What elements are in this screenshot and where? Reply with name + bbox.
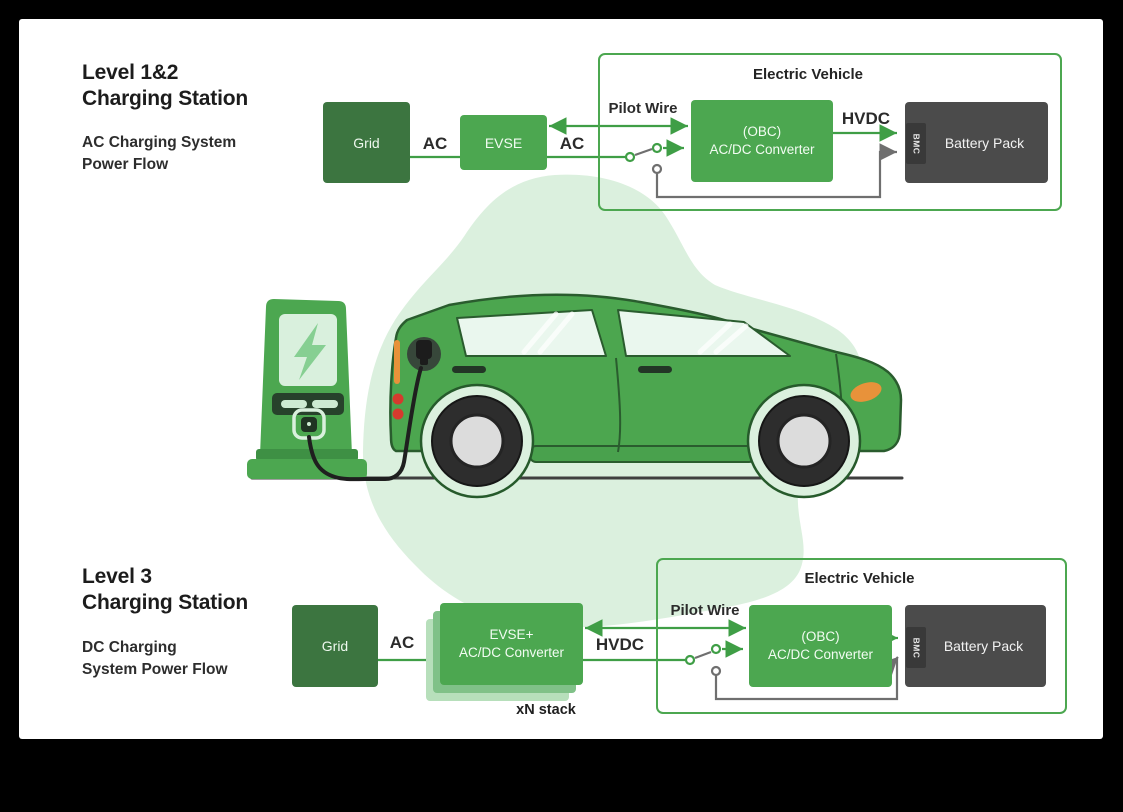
subtitle-line: System Power Flow — [82, 661, 228, 678]
bottom-pilot-wire-label: Pilot Wire — [670, 602, 740, 619]
battery-pack-label: Battery Pack — [944, 134, 1025, 151]
top-grid-box: Grid — [323, 102, 410, 183]
top-section-title: Level 1&2 Charging Station — [82, 60, 342, 112]
bottom-hvdc-label: HVDC — [595, 635, 645, 654]
bottom-section-subtitle: DC Charging System Power Flow — [82, 637, 342, 681]
grid-label: Grid — [353, 134, 380, 151]
obc-label-line: AC/DC Converter — [709, 142, 815, 157]
evse-label: EVSE — [484, 134, 523, 151]
grid-label: Grid — [321, 638, 349, 654]
top-ac-label-1: AC — [422, 134, 448, 153]
top-bmc-box: BMC — [906, 123, 926, 164]
top-evse-box: EVSE — [460, 115, 547, 170]
obc-label-line: (OBC) — [742, 124, 782, 139]
title-line: Level 3 — [82, 565, 152, 588]
bottom-bmc-box: BMC — [906, 627, 926, 668]
bottom-ev-title: Electric Vehicle — [804, 570, 915, 587]
top-section-subtitle: AC Charging System Power Flow — [82, 132, 342, 176]
bottom-obc-box: (OBC) AC/DC Converter — [749, 605, 892, 687]
bottom-battery-pack-box: Battery Pack — [905, 605, 1046, 687]
stack-count-label: xN stack — [516, 702, 576, 718]
bottom-ac-label: AC — [389, 633, 415, 652]
obc-label-line: (OBC) — [801, 629, 840, 644]
bmc-label: BMC — [911, 133, 922, 154]
top-pilot-wire-label: Pilot Wire — [608, 100, 678, 117]
evse-label-line: EVSE+ — [489, 627, 534, 642]
subtitle-line: DC Charging — [82, 639, 177, 656]
top-electric-vehicle-box — [598, 53, 1062, 211]
bmc-label: BMC — [911, 637, 922, 658]
title-line: Charging Station — [82, 87, 248, 110]
bottom-section-title: Level 3 Charging Station — [82, 564, 342, 616]
top-battery-pack-box: Battery Pack — [905, 102, 1048, 183]
obc-label-line: AC/DC Converter — [767, 647, 874, 662]
top-ev-title: Electric Vehicle — [752, 66, 864, 83]
bottom-grid-box: Grid — [292, 605, 378, 687]
battery-pack-label: Battery Pack — [943, 638, 1024, 654]
top-hvdc-label: HVDC — [841, 109, 891, 128]
subtitle-line: AC Charging System — [82, 134, 237, 151]
subtitle-line: Power Flow — [82, 156, 169, 173]
top-obc-box: (OBC) AC/DC Converter — [691, 100, 833, 182]
top-ac-label-2: AC — [559, 134, 585, 153]
bottom-evse-box: EVSE+ AC/DC Converter — [440, 603, 583, 685]
title-line: Charging Station — [82, 591, 248, 614]
evse-label-line: AC/DC Converter — [458, 645, 565, 660]
title-line: Level 1&2 — [82, 61, 179, 84]
bottom-electric-vehicle-box — [656, 558, 1067, 714]
